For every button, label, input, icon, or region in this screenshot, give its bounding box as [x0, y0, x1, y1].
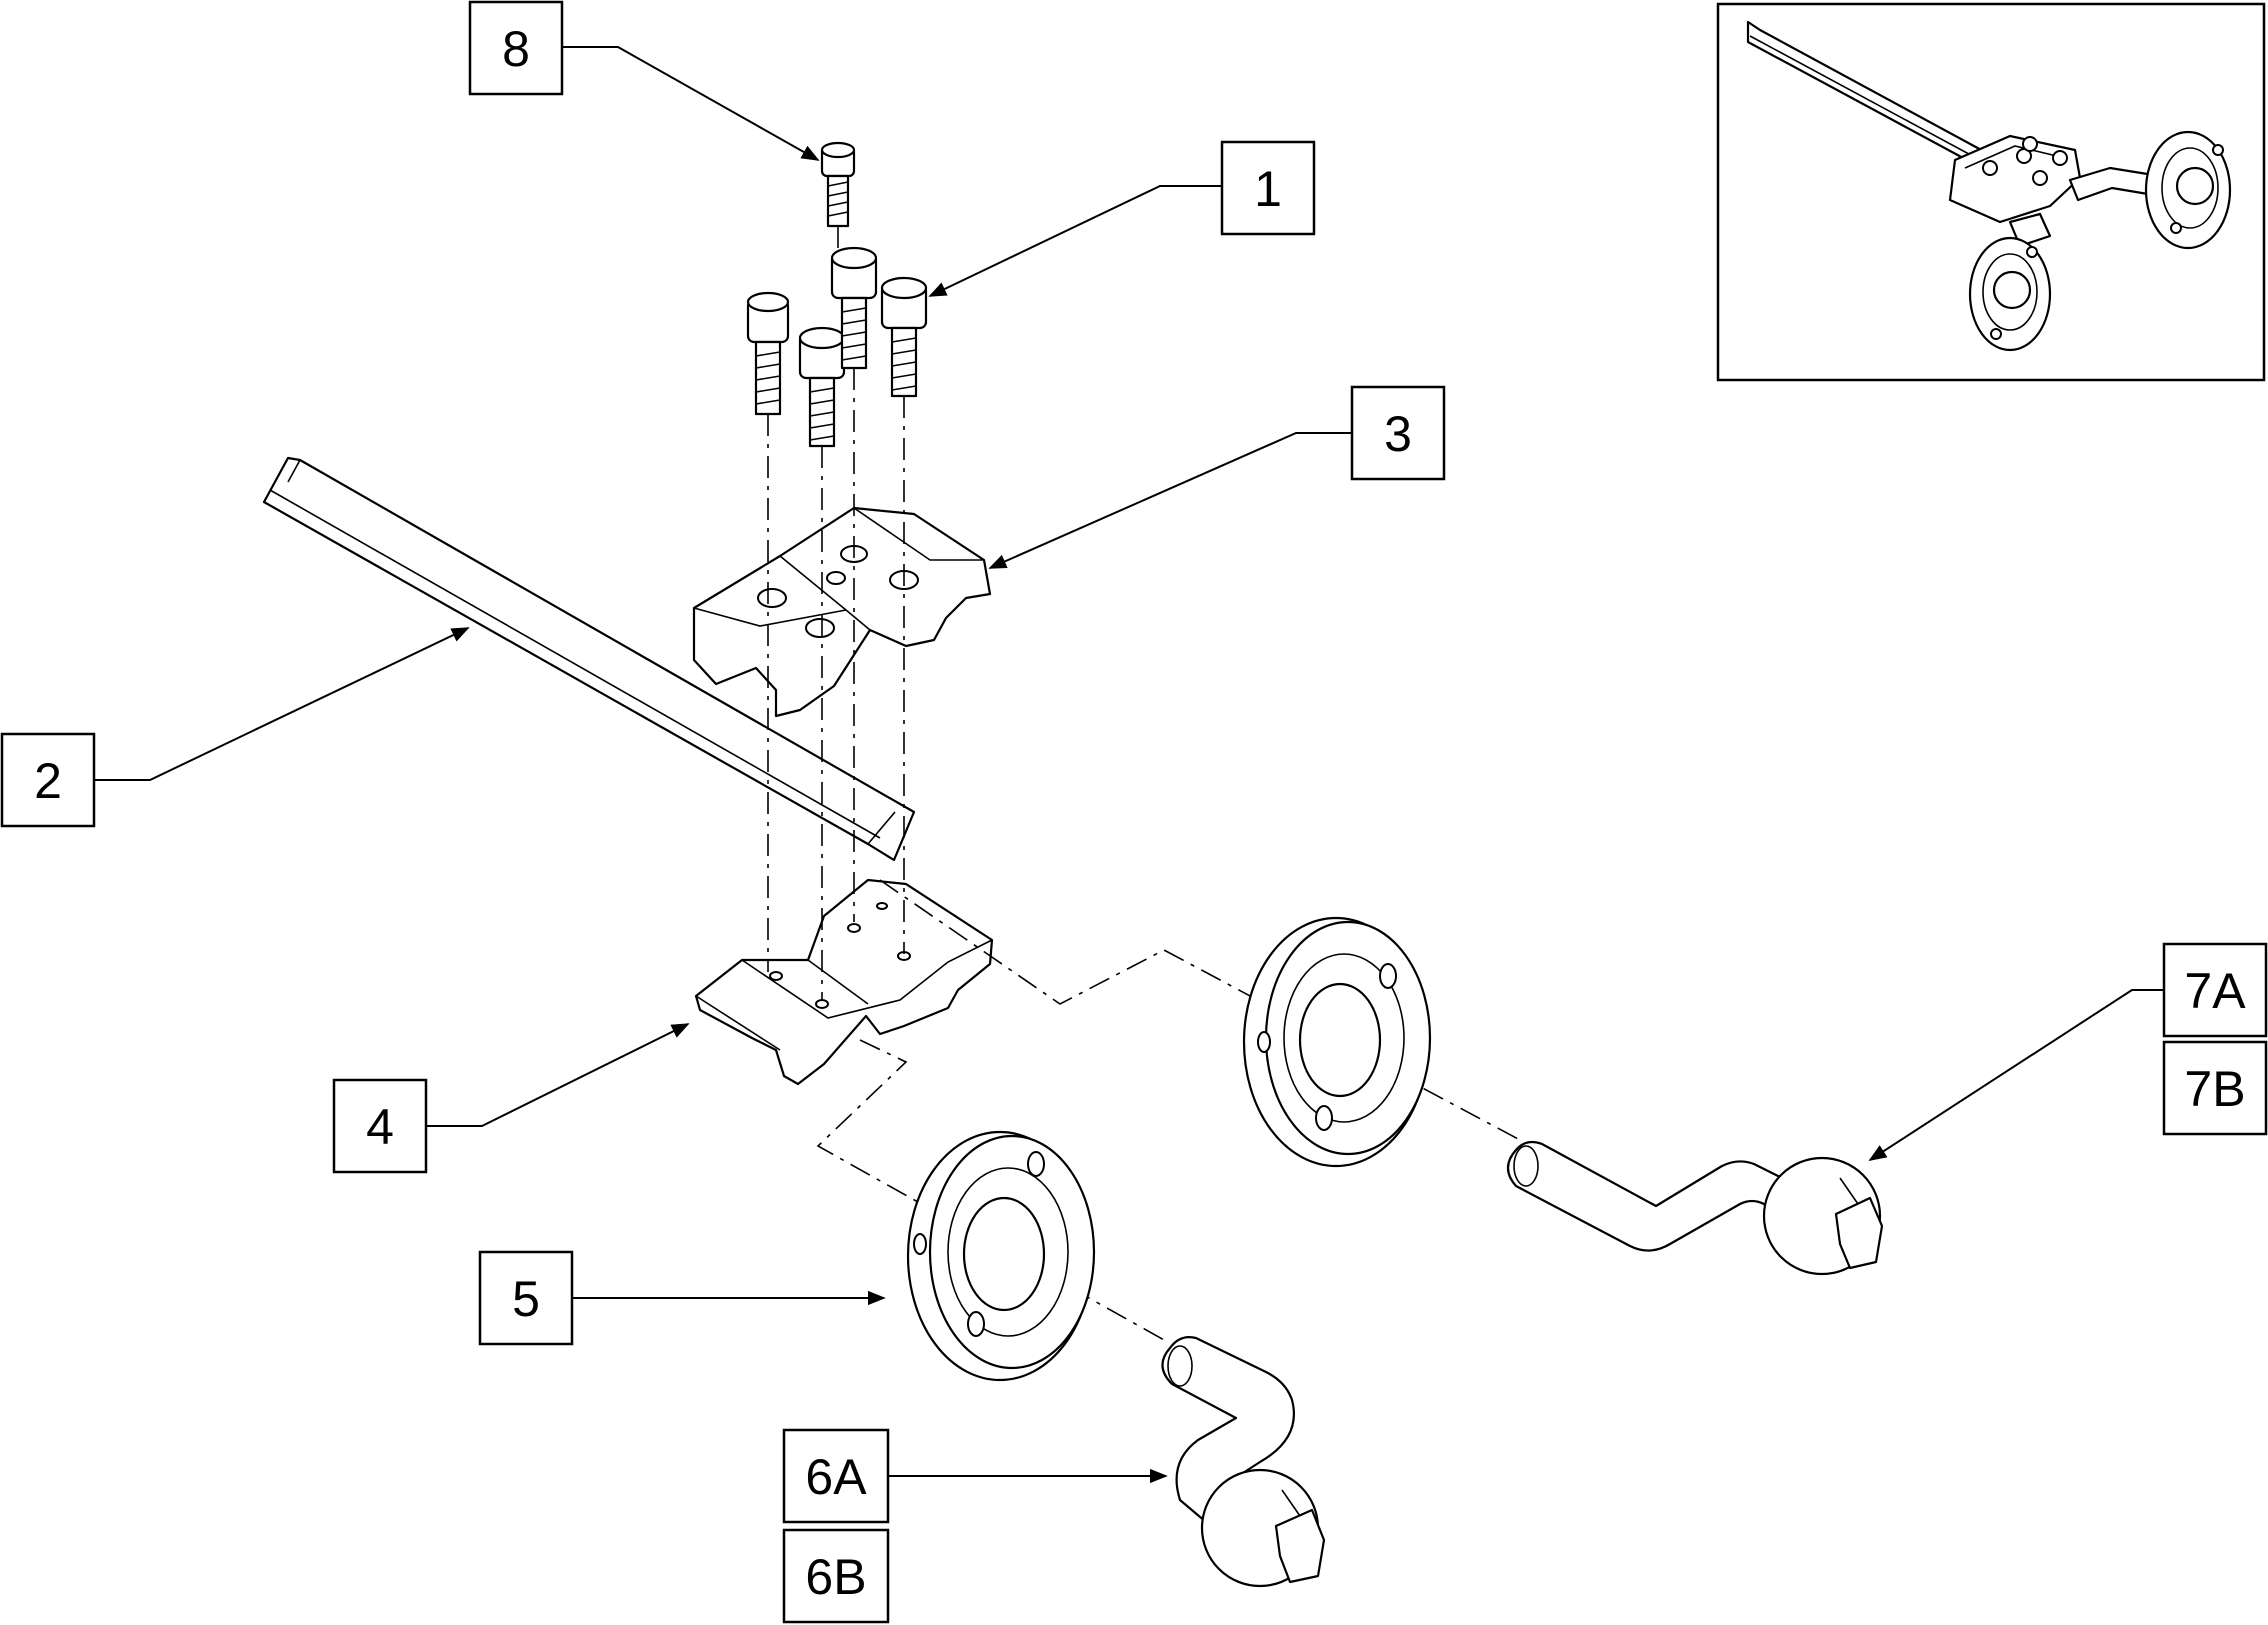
disc-upper-right: [1242, 916, 1432, 1168]
disc-part-5: [906, 1130, 1096, 1382]
upper-clamp-part-3: [692, 506, 992, 718]
bar-part-2: [262, 456, 916, 862]
callout-label-7A: 7A: [2184, 963, 2246, 1019]
callout-label-8: 8: [502, 21, 530, 77]
callout-2: 2: [0, 732, 96, 828]
crank-handle-part-6: [1161, 1336, 1326, 1588]
callout-label-3: 3: [1384, 406, 1412, 462]
assembled-view-inset: [1716, 2, 2266, 382]
callout-6B: 6B: [782, 1528, 890, 1624]
callout-label-7B: 7B: [2184, 1061, 2245, 1117]
screws-part-1: [746, 246, 928, 448]
callout-label-6A: 6A: [805, 1449, 867, 1505]
callout-label-4: 4: [366, 1099, 394, 1155]
callout-7A: 7A: [2162, 942, 2268, 1038]
callout-5: 5: [478, 1250, 574, 1346]
callout-label-2: 2: [34, 753, 62, 809]
callout-8: 8: [468, 0, 564, 96]
callout-label-5: 5: [512, 1271, 540, 1327]
callout-3: 3: [1350, 385, 1446, 481]
callout-1: 1: [1220, 140, 1316, 236]
lower-clamp-part-4: [694, 878, 994, 1086]
crank-handle-part-7: [1506, 1140, 1884, 1276]
leader-lines: [94, 46, 2164, 1484]
callout-6A: 6A: [782, 1428, 890, 1524]
callout-label-1: 1: [1254, 161, 1282, 217]
callout-7B: 7B: [2162, 1040, 2268, 1136]
callout-label-6B: 6B: [805, 1549, 866, 1605]
callout-4: 4: [332, 1078, 428, 1174]
screw-part-8: [820, 141, 856, 228]
